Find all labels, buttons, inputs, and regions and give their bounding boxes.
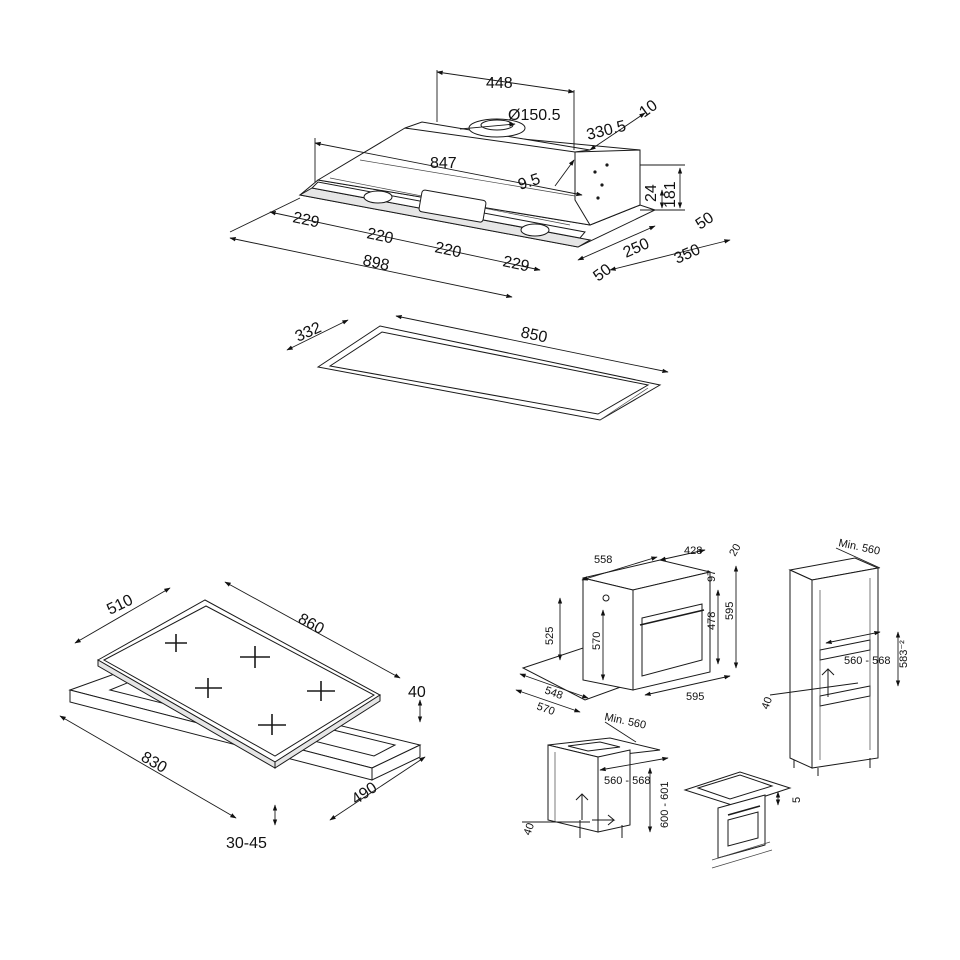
counter-cabinet-front	[547, 744, 599, 833]
dim-847: 847	[430, 155, 457, 172]
dim-830: 830	[138, 749, 170, 777]
under-airflow-arrow	[575, 793, 589, 820]
mini-oven-window	[727, 811, 759, 847]
dim-20: 20	[727, 542, 744, 559]
column-side	[789, 569, 813, 769]
oven-knob	[602, 594, 610, 602]
dim-570-w: 570	[535, 701, 556, 719]
column-cabinet-drawing: Min. 560 560 - 568 583⁻² 40	[760, 537, 910, 776]
dim-350: 350	[672, 241, 703, 267]
column-583: 583⁻²	[898, 640, 910, 668]
dim-510: 510	[104, 592, 136, 619]
dim-332: 332	[293, 319, 324, 345]
under-40: 40	[522, 821, 537, 837]
dim-850: 850	[519, 324, 549, 346]
dim-860: 860	[295, 611, 327, 639]
hob-drawing: 510 860 40 830 490 30-45	[59, 581, 426, 852]
under-counter-drawing: Min. 560 560 - 568 600 - 601 40	[522, 711, 671, 838]
hood-motor-left	[363, 190, 393, 204]
mini-oven-handle	[727, 805, 761, 816]
dim-525: 525	[544, 627, 556, 645]
hob-burner-4	[307, 681, 335, 701]
hob-burner-5	[258, 714, 286, 735]
oven-door-window	[641, 603, 703, 677]
dim-595-w: 595	[686, 691, 704, 703]
dim-448: 448	[486, 75, 513, 92]
dim-diameter: Ø150.5	[508, 107, 561, 124]
under-min-560: Min. 560	[603, 711, 647, 732]
hood-motor-right	[520, 223, 550, 237]
mini-oven-drawing: 5	[683, 771, 803, 869]
dim-229-right: 229	[501, 253, 531, 275]
under-560-568: 560 - 568	[604, 775, 650, 787]
counter-cutout	[567, 741, 621, 752]
dim-330: 330.5	[585, 118, 628, 144]
oven-handle	[639, 609, 705, 626]
under-600-601: 600 - 601	[659, 782, 671, 828]
column-airflow-arrow	[821, 668, 835, 697]
hob-glass-side	[274, 694, 381, 769]
dim-558: 558	[594, 554, 612, 566]
dim-30-45: 30-45	[226, 835, 267, 852]
dim-220-right: 220	[433, 239, 463, 261]
dim-220-left: 220	[365, 225, 395, 247]
column-min-560: Min. 560	[837, 537, 881, 558]
hob-burner-3	[195, 678, 222, 698]
dim-428: 428	[684, 545, 702, 557]
dim-40: 40	[408, 684, 426, 701]
dim-10: 10	[636, 97, 660, 121]
hood-cutout-drawing: 850 332	[286, 314, 669, 421]
dim-97: 97	[706, 570, 718, 582]
dim-478: 478	[706, 612, 718, 630]
column-40: 40	[760, 695, 775, 711]
dim-50-left: 50	[590, 261, 614, 285]
dim-229-left: 229	[291, 209, 321, 231]
dim-9-5: 9.5	[516, 171, 543, 194]
mini-hob	[696, 774, 774, 800]
column-front	[811, 567, 879, 769]
dim-50-right: 50	[693, 209, 717, 233]
hood-drawing: 448 Ø150.5 847 330.5 10 9.5 24 181 229 2…	[229, 70, 731, 298]
dim-181: 181	[662, 181, 679, 208]
column-560-568: 560 - 568	[844, 655, 890, 667]
mini-5: 5	[791, 797, 803, 803]
dim-595-h: 595	[724, 602, 736, 620]
dim-570-h: 570	[591, 632, 603, 650]
dim-24: 24	[643, 184, 660, 202]
oven-drawing: 558 428 20 97 525 570 478 595 548 570 59…	[515, 542, 744, 719]
under-floor-arrow	[592, 814, 616, 826]
dim-898: 898	[361, 252, 391, 274]
